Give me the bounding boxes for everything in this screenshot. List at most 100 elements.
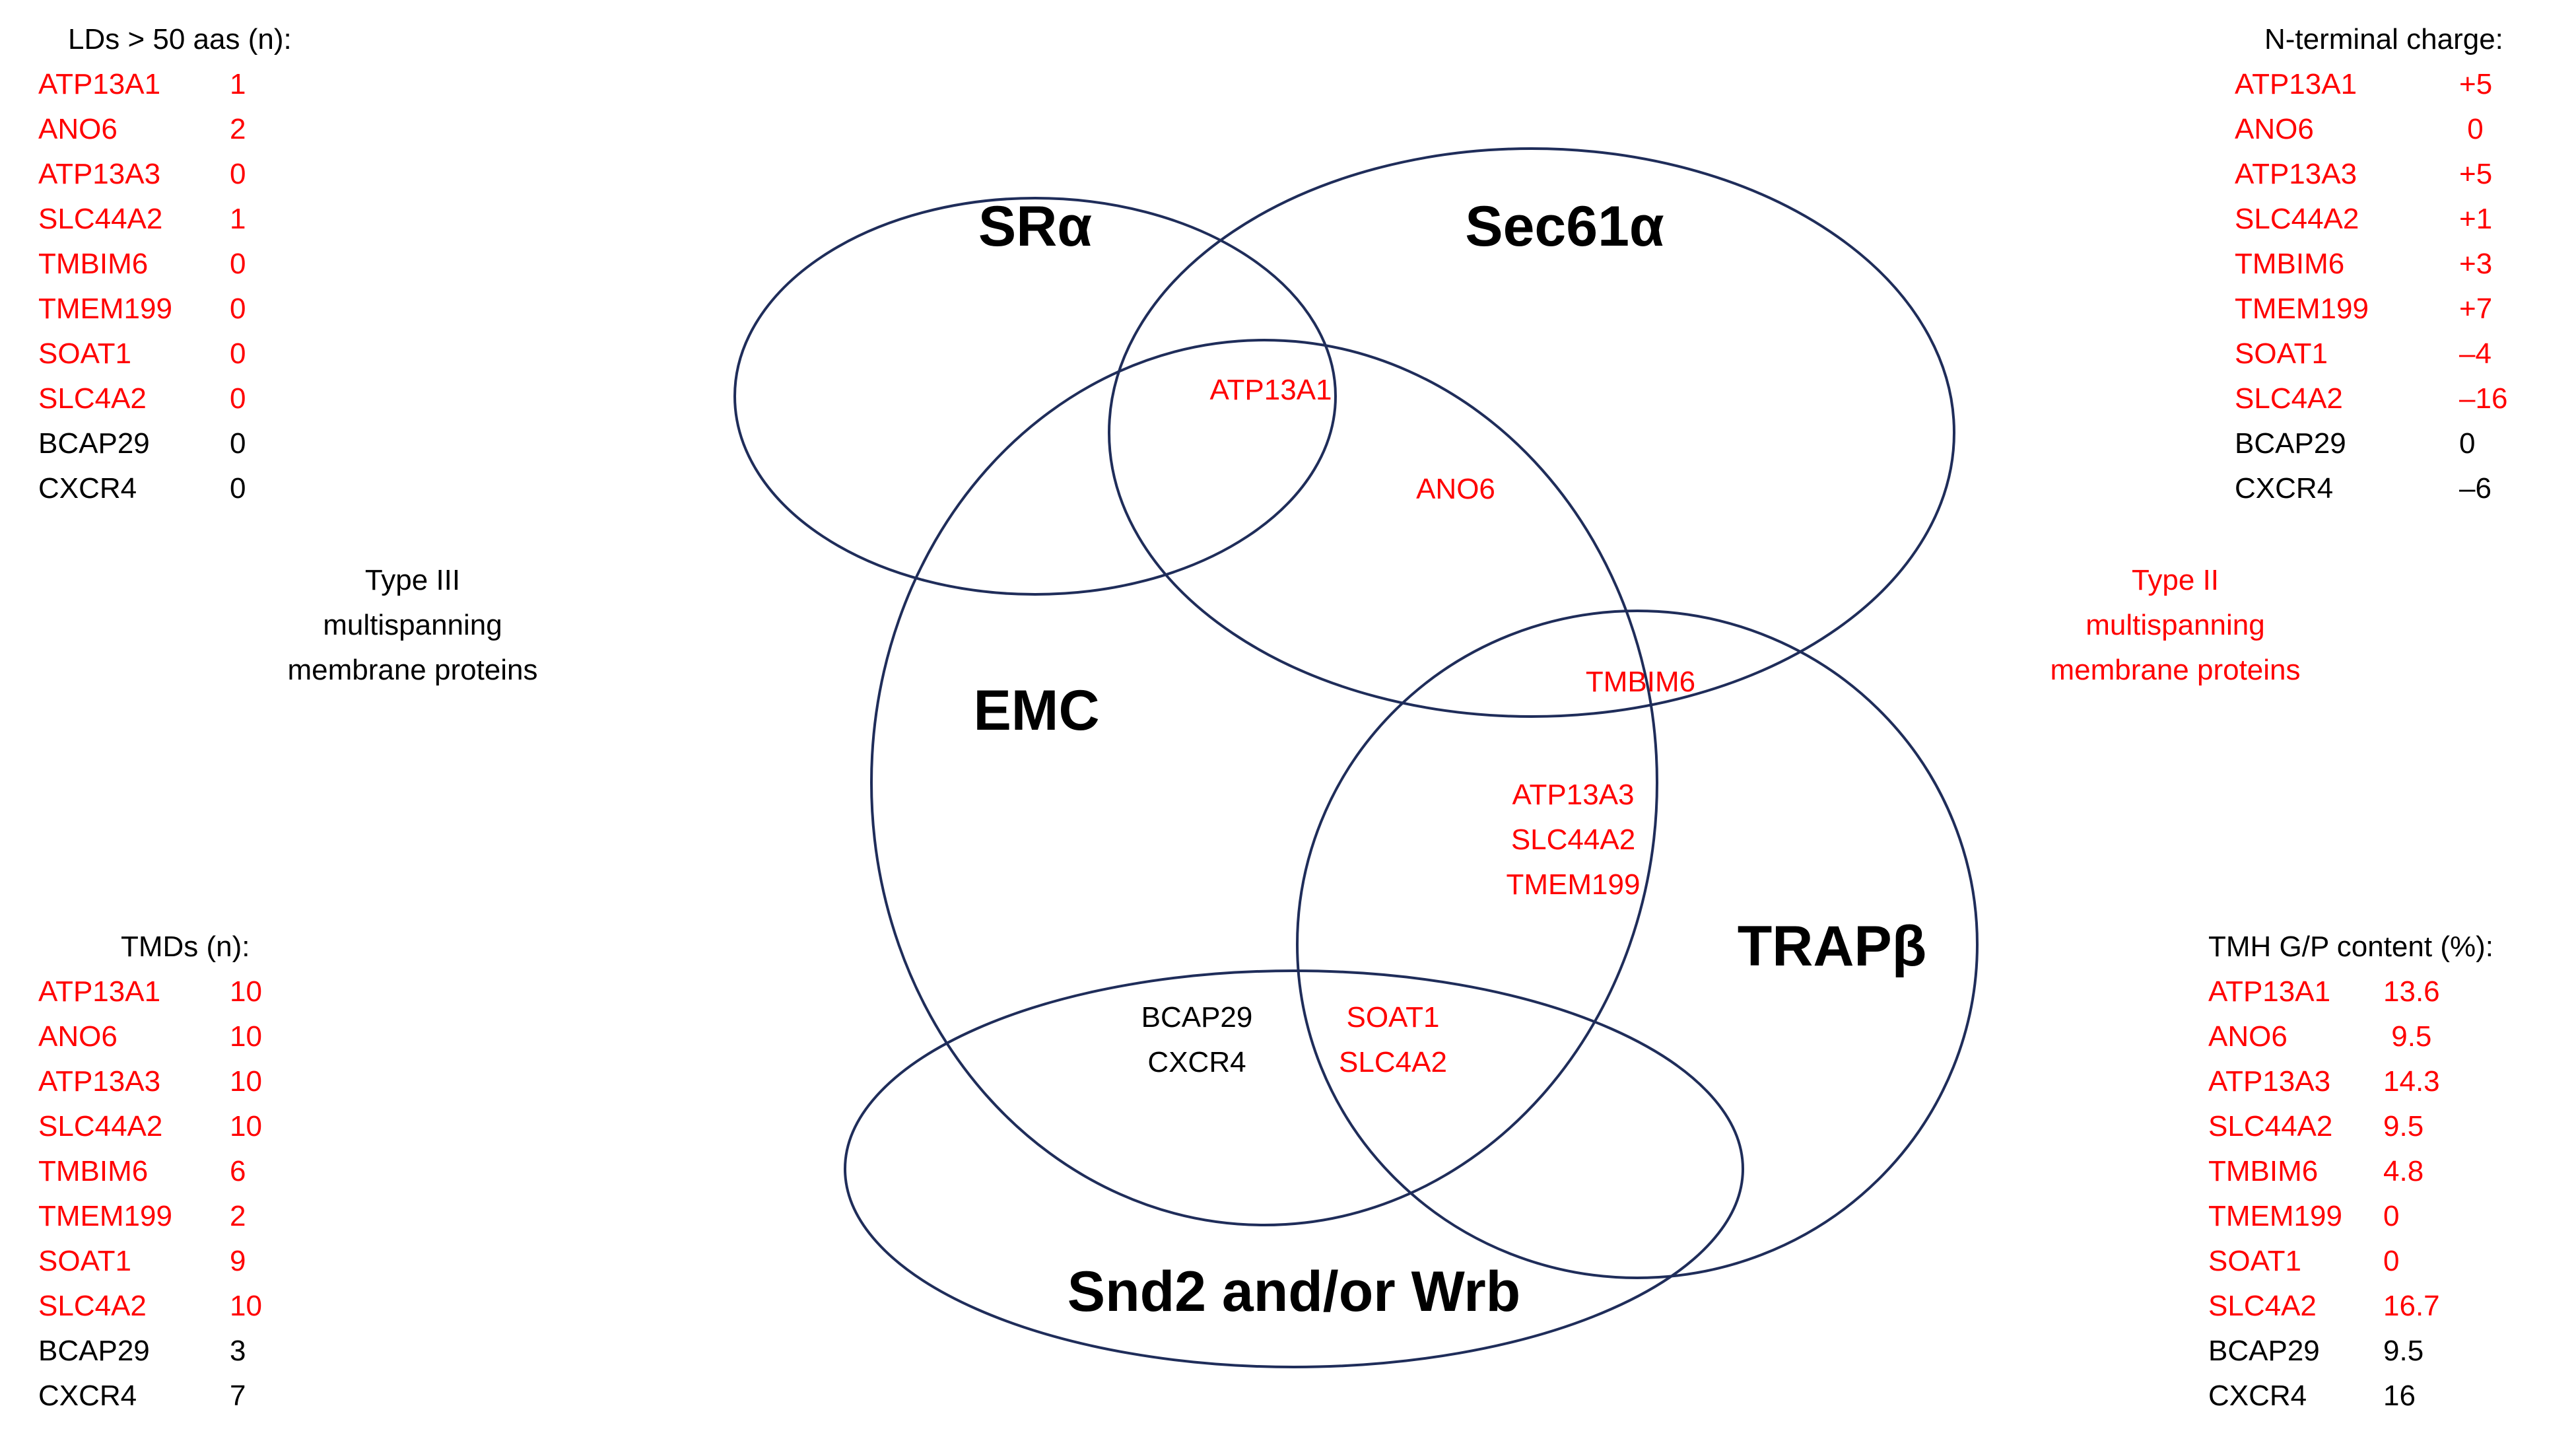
protein-value: 2 (230, 113, 246, 145)
panel-row: SLC4A2 –16 (2235, 376, 2538, 421)
protein-name: TMEM199 (38, 293, 172, 325)
protein-value: 0 (2459, 113, 2484, 145)
panel-row: ANO6 2 (38, 107, 292, 152)
protein-value: 10 (230, 1110, 262, 1142)
protein-name: TMEM199 (2235, 293, 2369, 325)
protein-name: SLC4A2 (38, 382, 147, 415)
protein-name: BCAP29 (38, 427, 150, 460)
protein-name: SLC4A2 (38, 1290, 147, 1322)
type-ii-label: Type II multispanning membrane proteins (1977, 558, 2373, 693)
protein-name: SLC4A2 (2208, 1290, 2317, 1322)
panel-row: CXCR4–6 (2235, 466, 2538, 511)
protein-name: TMBIM6 (2235, 248, 2345, 280)
panel-row: TMBIM6 6 (38, 1149, 289, 1194)
protein-value: 1 (230, 68, 246, 100)
panel-row: BCAP29 0 (38, 421, 292, 466)
protein-value: 9 (230, 1245, 246, 1277)
protein-value: +5 (2459, 68, 2493, 100)
protein-name: SLC44A2 (38, 203, 163, 235)
protein-value: 2 (230, 1200, 246, 1232)
protein-value: 10 (230, 1065, 262, 1098)
protein-value: 10 (230, 975, 262, 1008)
protein-name: ATP13A1 (2235, 68, 2357, 100)
region-gene: SLC4A2 (1339, 1046, 1447, 1078)
protein-value: 4.8 (2383, 1155, 2424, 1187)
label-emc: EMC (973, 679, 1099, 742)
protein-name: ATP13A3 (38, 158, 161, 190)
circle-emc (870, 339, 1658, 1226)
circle-sec61alpha (1108, 147, 1955, 718)
protein-name: TMBIM6 (38, 248, 149, 280)
protein-value: 13.6 (2383, 975, 2440, 1008)
protein-value: 3 (230, 1335, 246, 1367)
protein-value: 14.3 (2383, 1065, 2440, 1098)
protein-value: 10 (230, 1290, 262, 1322)
label-snd2wrb: Snd2 and/or Wrb (1068, 1260, 1520, 1323)
type-label-line: membrane proteins (287, 654, 538, 686)
label-trapbeta: TRAPβ (1738, 915, 1927, 978)
protein-name: CXCR4 (38, 472, 137, 505)
protein-value: 0 (230, 427, 246, 460)
protein-name: SLC4A2 (2235, 382, 2343, 415)
panel-row: ANO6 0 (2235, 107, 2538, 152)
protein-value: +7 (2459, 293, 2493, 325)
protein-name: ATP13A1 (38, 68, 161, 100)
type-label-line: Type III (364, 564, 461, 596)
panel-row: ATP13A3+5 (2235, 152, 2538, 197)
region-gene: TMBIM6 (1586, 666, 1695, 698)
protein-name: ANO6 (38, 113, 118, 145)
panel-row: SOAT1–4 (2235, 332, 2538, 376)
circle-sralpha (733, 197, 1337, 596)
protein-value: 9.5 (2383, 1020, 2432, 1053)
circle-snd2wrb (844, 969, 1744, 1368)
type-label-line: multispanning (323, 609, 502, 641)
panel-title: TMDs (n): (121, 930, 250, 963)
protein-value: +3 (2459, 248, 2493, 280)
protein-name: TMEM199 (38, 1200, 172, 1232)
panel-title: TMH G/P content (%): (2208, 930, 2493, 963)
protein-name: CXCR4 (2235, 472, 2334, 505)
panel-row: SLC4A2 0 (38, 376, 292, 421)
region-gene: ATP13A3 (1512, 779, 1634, 811)
region-gene: SOAT1 (1346, 1001, 1439, 1034)
protein-name: SOAT1 (38, 337, 132, 370)
label-sec61alpha: Sec61α (1465, 195, 1664, 258)
protein-value: 0 (2383, 1245, 2400, 1277)
protein-value: 0 (2459, 427, 2476, 460)
protein-value: 0 (230, 472, 246, 505)
region-gene: BCAP29 (1141, 1001, 1253, 1034)
panel-row: CXCR4 0 (38, 466, 292, 511)
protein-value: –16 (2459, 382, 2508, 415)
panel-row: SLC4A2 10 (38, 1284, 289, 1329)
protein-name: TMBIM6 (38, 1155, 149, 1187)
protein-value: 0 (230, 293, 246, 325)
label-sralpha: SRα (978, 195, 1092, 258)
region-gene: ATP13A1 (1209, 374, 1332, 406)
panel-row: TMEM199 0 (38, 287, 292, 332)
type-label-line: multispanning (2085, 609, 2265, 641)
region-gene: SLC44A2 (1511, 824, 1635, 856)
protein-value: 6 (230, 1155, 246, 1187)
protein-name: SLC44A2 (38, 1110, 163, 1142)
protein-name: BCAP29 (38, 1335, 150, 1367)
region-gene: TMEM199 (1507, 868, 1641, 901)
protein-value: +5 (2459, 158, 2493, 190)
protein-value: 0 (230, 382, 246, 415)
region-gene: CXCR4 (1147, 1046, 1246, 1078)
